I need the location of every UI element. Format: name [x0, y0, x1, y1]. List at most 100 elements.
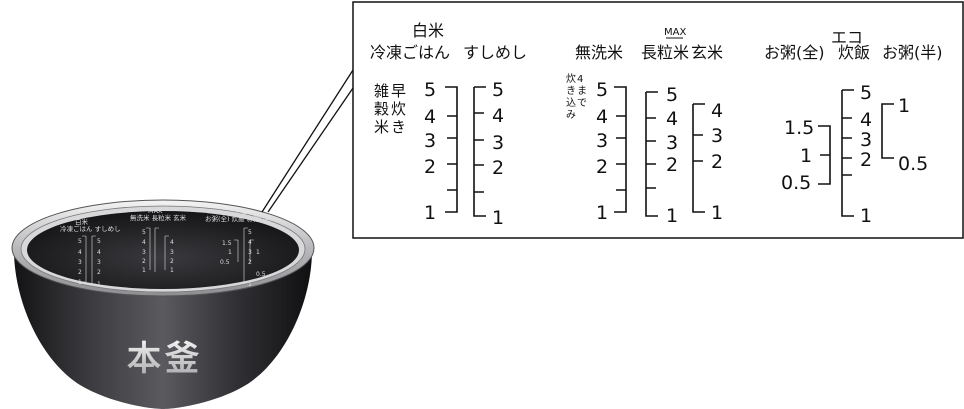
svg-text:1.5: 1.5	[784, 117, 814, 139]
side-label-takikomi: 炊 き 込 み	[566, 72, 576, 121]
header-sushimeshi: すしめし	[463, 43, 527, 62]
svg-text:5: 5	[78, 238, 82, 245]
svg-text:冷凍ごはん すしめし: 冷凍ごはん すしめし	[60, 224, 121, 233]
svg-text:1: 1	[78, 279, 82, 286]
svg-text:み: み	[566, 110, 576, 121]
svg-text:1: 1	[800, 145, 812, 167]
pot-mini-markings: 白米 冷凍ごはん すしめし MAX 無洗米 長粒米 玄米 エコ お粥(全) 炊飯…	[60, 207, 271, 288]
svg-text:1: 1	[142, 267, 146, 274]
svg-text:1: 1	[170, 267, 174, 274]
svg-text:4: 4	[97, 249, 101, 256]
svg-text:穀: 穀	[374, 100, 389, 118]
svg-text:4: 4	[577, 74, 583, 85]
svg-text:3: 3	[424, 130, 436, 152]
svg-text:0.5: 0.5	[220, 259, 230, 266]
svg-text:4: 4	[424, 106, 436, 128]
svg-text:1: 1	[97, 281, 101, 288]
svg-text:5: 5	[424, 79, 436, 101]
side-label-zakkokumai: 雑 穀 米	[374, 82, 389, 136]
svg-text:1.5: 1.5	[222, 240, 232, 247]
svg-text:4: 4	[248, 239, 252, 246]
svg-text:4: 4	[142, 239, 146, 246]
header-suihan: 炊飯	[838, 43, 870, 62]
svg-text:早: 早	[391, 82, 406, 100]
side-label-hayadaki: 早 炊 き	[391, 82, 406, 136]
svg-text:5: 5	[492, 79, 504, 101]
svg-text:3: 3	[711, 125, 723, 147]
header-eco: エコ	[831, 28, 863, 47]
svg-text:2: 2	[170, 258, 174, 265]
header-genmai: 玄米	[691, 43, 723, 62]
header-hakumai: 白米	[412, 21, 444, 40]
svg-text:2: 2	[860, 149, 872, 171]
svg-text:1: 1	[666, 205, 678, 227]
svg-text:3: 3	[248, 249, 252, 256]
svg-text:4: 4	[170, 239, 174, 246]
svg-text:3: 3	[142, 249, 146, 256]
svg-text:お粥(全) 炊飯 お粥(半): お粥(全) 炊飯 お粥(半)	[205, 214, 271, 223]
svg-text:雑: 雑	[374, 82, 389, 100]
svg-text:3: 3	[97, 259, 101, 266]
svg-text:4: 4	[492, 105, 504, 127]
svg-text:2: 2	[666, 154, 678, 176]
svg-text:5: 5	[142, 229, 146, 236]
svg-text:無洗米 長粒米 玄米: 無洗米 長粒米 玄米	[130, 213, 187, 222]
svg-text:1: 1	[256, 249, 260, 256]
svg-text:炊: 炊	[391, 100, 406, 118]
svg-text:ま: ま	[577, 85, 587, 97]
svg-text:5: 5	[248, 229, 252, 236]
svg-text:4: 4	[596, 106, 608, 128]
svg-text:3: 3	[78, 259, 82, 266]
scale-okayu-zen: 1.5 1 0.5	[781, 117, 831, 194]
svg-text:5: 5	[97, 238, 101, 245]
svg-text:き: き	[391, 118, 406, 136]
svg-text:1: 1	[860, 205, 872, 227]
svg-text:5: 5	[596, 79, 608, 101]
svg-text:き: き	[566, 85, 576, 97]
svg-text:5: 5	[666, 84, 678, 106]
scale-group-1: 白米 冷凍ごはん すしめし 雑 穀 米 早 炊 き 5 4 3 2 1	[370, 21, 527, 229]
pot-interior	[27, 211, 299, 289]
svg-text:込: 込	[566, 97, 576, 109]
svg-text:4: 4	[78, 249, 82, 256]
side-label-4-made: 4 ま で	[577, 74, 587, 109]
svg-text:2: 2	[492, 157, 504, 179]
svg-text:1: 1	[492, 207, 504, 229]
svg-text:3: 3	[860, 129, 872, 151]
scale-genmai: 4 3 2 1	[692, 100, 723, 224]
scale-musenmai: 5 4 3 2 1	[596, 79, 627, 224]
svg-text:3: 3	[170, 249, 174, 256]
scale-group-3: エコ お粥(全) 炊飯 お粥(半) 1.5 1 0.5 5 4 3 2 1	[764, 28, 943, 227]
svg-text:4: 4	[860, 109, 872, 131]
header-okayu-zen: お粥(全)	[764, 43, 825, 62]
svg-text:エコ: エコ	[234, 208, 247, 216]
svg-text:2: 2	[711, 151, 723, 173]
svg-text:2: 2	[78, 269, 82, 276]
inner-pot: 白米 冷凍ごはん すしめし MAX 無洗米 長粒米 玄米 エコ お粥(全) 炊飯…	[11, 199, 315, 409]
header-okayu-han: お粥(半)	[882, 43, 943, 62]
svg-text:3: 3	[666, 132, 678, 154]
svg-text:2: 2	[596, 156, 608, 178]
svg-text:4: 4	[666, 108, 678, 130]
svg-text:1: 1	[596, 202, 608, 224]
scale-okayu-han: 1 0.5	[881, 95, 928, 175]
svg-text:1: 1	[424, 202, 436, 224]
svg-text:0.5: 0.5	[898, 153, 928, 175]
callout-box	[352, 1, 964, 239]
svg-text:白米: 白米	[75, 217, 89, 226]
svg-text:MAX: MAX	[148, 207, 163, 215]
header-max: MAX	[664, 27, 686, 38]
scale-suihan: 5 4 3 2 1	[841, 82, 872, 227]
svg-text:0.5: 0.5	[256, 271, 266, 278]
callout: 白米 冷凍ごはん すしめし 雑 穀 米 早 炊 き 5 4 3 2 1	[261, 1, 964, 239]
svg-text:1: 1	[248, 281, 252, 288]
header-chouryuumai: 長粒米	[641, 43, 689, 62]
svg-text:1: 1	[898, 95, 910, 117]
svg-text:4: 4	[711, 100, 723, 122]
scale-hakumai-left: 5 4 3 2 1	[424, 79, 458, 224]
svg-text:2: 2	[424, 156, 436, 178]
callout-pointer	[261, 69, 354, 213]
svg-text:5: 5	[860, 82, 872, 104]
header-musenmai: 無洗米	[575, 43, 623, 62]
